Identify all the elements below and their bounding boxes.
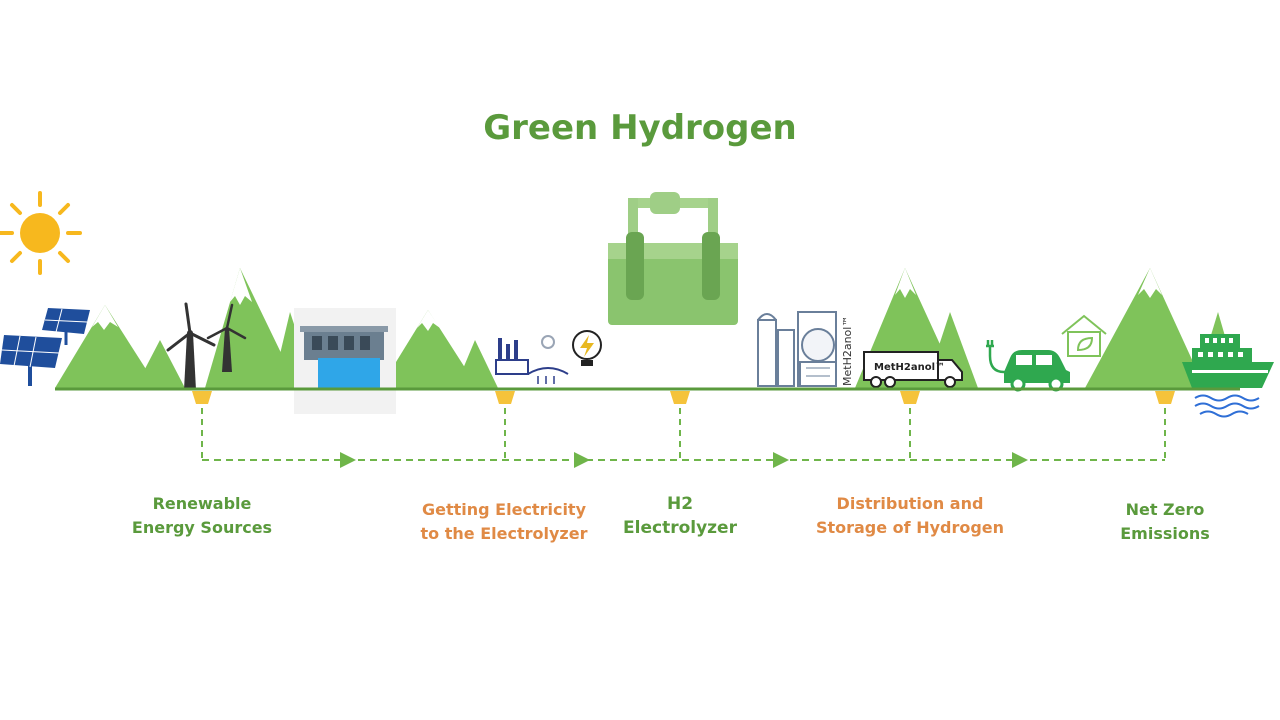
- mountain-snowcaps: [92, 268, 1162, 331]
- methanol-label: MetH2anol™: [841, 316, 854, 386]
- stage-label-renewable: Renewable Energy Sources: [131, 494, 273, 537]
- hydro-dam-icon: [294, 308, 396, 414]
- mountain: [380, 310, 478, 388]
- hydrogen-tank-icon: [608, 192, 738, 325]
- sun-icon: [0, 191, 82, 275]
- mountain: [55, 305, 158, 388]
- arrow-icon: [773, 452, 789, 468]
- mountain: [135, 340, 185, 388]
- stage-label-net-zero: Net Zero Emissions: [1120, 500, 1210, 543]
- timeline-marker: [900, 391, 920, 404]
- stage-label-distribution: Distribution and Storage of Hydrogen: [815, 494, 1005, 537]
- timeline-marker: [192, 391, 212, 404]
- truck-label: MetH2anol™: [874, 362, 945, 373]
- timeline-arrows: [340, 452, 1028, 468]
- car-icon: [1004, 350, 1070, 392]
- timeline-marker: [495, 391, 515, 404]
- arrow-icon: [1012, 452, 1028, 468]
- page-title: Green Hydrogen: [483, 108, 797, 148]
- arrow-icon: [340, 452, 356, 468]
- ev-charger-icon: [986, 340, 1008, 374]
- mountain: [1085, 268, 1205, 388]
- arrow-icon: [574, 452, 590, 468]
- solar-panel-icon: [0, 308, 90, 386]
- stage-label-electrolyzer: H2 Electrolyzer: [623, 494, 737, 538]
- mountain: [455, 340, 498, 388]
- timeline-marker: [1155, 391, 1175, 404]
- methanol-plant-icon: [757, 311, 837, 387]
- lightbulb-icon: [572, 330, 602, 366]
- timeline-marker: [670, 391, 690, 404]
- water-waves: [1194, 394, 1260, 418]
- power-plant-icon: [495, 335, 569, 384]
- ship-icon: [1182, 334, 1274, 388]
- eco-house-icon: [1061, 314, 1107, 357]
- wind-turbine-icon: [166, 302, 247, 390]
- stage-label-electricity: Getting Electricity to the Electrolyzer: [420, 500, 588, 543]
- timeline-markers: [192, 391, 1175, 460]
- truck-icon: [863, 351, 963, 388]
